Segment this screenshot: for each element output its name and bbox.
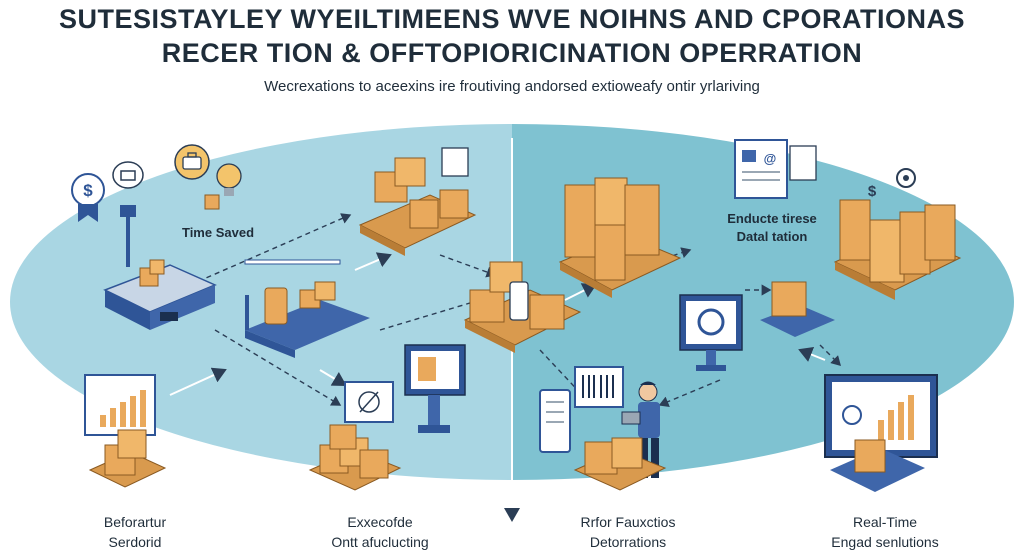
small-box-platform: [760, 281, 835, 337]
pallet-bottom-center-right: [573, 437, 667, 491]
box: [594, 224, 626, 281]
box: [117, 429, 147, 459]
enduce-label: Enducte tirese Datal tation: [712, 210, 832, 246]
bottom-label-right-line-1: Real-Time: [852, 514, 918, 530]
flow-arrow: [189, 213, 352, 286]
worker-figure: [621, 381, 660, 478]
briefcase-icon: [174, 144, 210, 180]
flow-arrow: [214, 329, 342, 406]
monitor-stats: [244, 259, 341, 265]
subtitle: Wecrexations to aceexins ire froutiving …: [264, 78, 760, 95]
white-arrows: [169, 252, 826, 396]
bottom-label-center-right-line-2: Detorrations: [589, 534, 667, 550]
pallet-bottom-center-left: [308, 424, 402, 491]
lightbulb-icon: [216, 163, 242, 196]
small-box: [204, 194, 220, 210]
box: [594, 177, 628, 229]
box: [924, 204, 956, 261]
box: [359, 449, 389, 479]
box: [869, 219, 905, 283]
flow-arrow: [354, 252, 392, 271]
monitor-target: [344, 381, 394, 423]
pallet-bottom-left: [84, 374, 167, 488]
left-zone: [10, 124, 512, 480]
pallet-stack-top-right: [558, 177, 682, 298]
svg-text:$: $: [868, 183, 877, 200]
dollar-icon: $: [868, 183, 877, 200]
gear-icon: [896, 168, 916, 188]
flow-arrow: [169, 367, 227, 396]
title-line-1: SUTESISTAYLEY WYEILTIMEENS WVE NOIHNS AN…: [58, 4, 966, 34]
enduce-label-line-2: Datal tation: [736, 229, 808, 244]
box: [624, 184, 660, 256]
svg-text:@: @: [764, 151, 777, 166]
pallet-stack-far-right: [833, 199, 962, 300]
bottom-label-center-right: Rrfor Fauxctios Detorrations: [548, 512, 708, 552]
flow-arrow: [798, 347, 826, 362]
box: [854, 439, 886, 473]
box: [839, 199, 871, 261]
bottom-label-center-left-line-1: Exxecofde: [347, 514, 413, 530]
box: [439, 189, 469, 219]
monitor-gear: [679, 294, 743, 371]
jar: [264, 287, 288, 325]
box: [329, 424, 357, 450]
box: [469, 289, 505, 323]
box: [149, 259, 165, 275]
flow-arrow: [439, 254, 497, 278]
title-line-2: RECER TION & OFFTOPIORICINATION OPERRATI…: [161, 38, 863, 68]
box: [771, 281, 807, 317]
barcode-icon: [574, 366, 624, 408]
box: [564, 184, 600, 258]
weighing-scale: [103, 205, 217, 330]
enduce-label-line-1: Enducte tirese: [727, 211, 817, 226]
box: [314, 281, 336, 301]
dollar-badge-icon: $: [71, 173, 105, 222]
bottom-label-right-line-2: Engad senlutions: [831, 534, 939, 550]
email-icon: @: [734, 139, 817, 199]
tablet-device: [539, 389, 571, 453]
flow-arrow: [564, 283, 597, 301]
flow-arrow: [658, 379, 721, 407]
bottom-label-right: Real-Time Engad senlutions: [805, 512, 965, 552]
time-saved-label: Time Saved: [181, 225, 255, 240]
box: [409, 199, 439, 229]
speech-bubble-icon: [112, 161, 144, 189]
bottom-label-left-line-1: Beforartur: [103, 514, 167, 530]
svg-text:$: $: [83, 181, 93, 200]
box: [394, 157, 426, 187]
bottom-label-left: Beforartur Serdorid: [70, 512, 200, 552]
flow-arrow: [819, 344, 841, 366]
bottom-label-center-left: Exxecofde Ontt afuclucting: [305, 512, 455, 552]
box: [611, 437, 643, 469]
flow-arrow: [319, 369, 347, 387]
scanner-device: [509, 281, 529, 321]
box: [529, 294, 565, 330]
bottom-label-center-right-line-1: Rrfor Fauxctios: [580, 514, 676, 530]
packing-platform: [245, 281, 370, 358]
dashboard-monitor-right: [824, 374, 938, 492]
bottom-label-left-line-2: Serdorid: [108, 534, 162, 550]
pallet-stack-center: [463, 261, 582, 353]
clipboard: [441, 147, 469, 177]
monitor-left-top: [404, 344, 466, 433]
bottom-label-center-left-line-2: Ontt afuclucting: [331, 534, 429, 550]
pallet-stack-top-center: [358, 147, 477, 256]
